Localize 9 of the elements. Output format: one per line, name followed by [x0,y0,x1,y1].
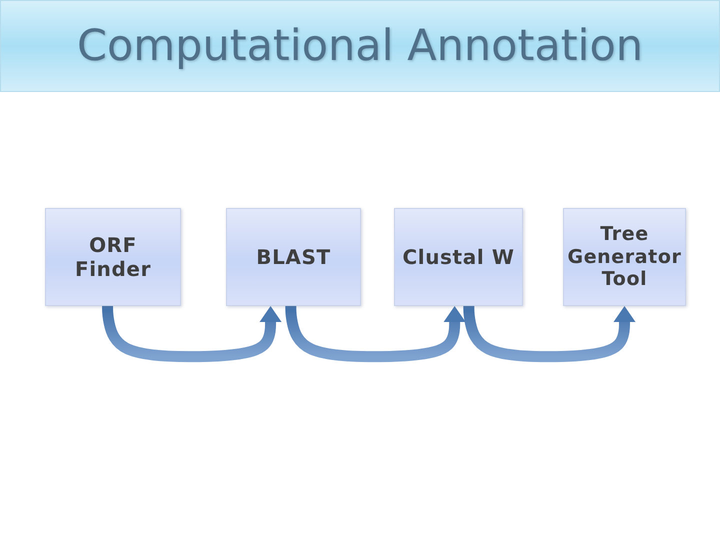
slide-title: Computational Annotation [76,21,644,71]
box-label: Tree Generator Tool [567,222,682,292]
process-box [45,208,181,306]
process-box [226,208,361,306]
box-label: ORF Finder [74,233,152,281]
box-label: BLAST [256,245,331,269]
process-box [394,208,523,306]
box-label: Clustal W [402,245,514,269]
process-box [563,208,686,306]
